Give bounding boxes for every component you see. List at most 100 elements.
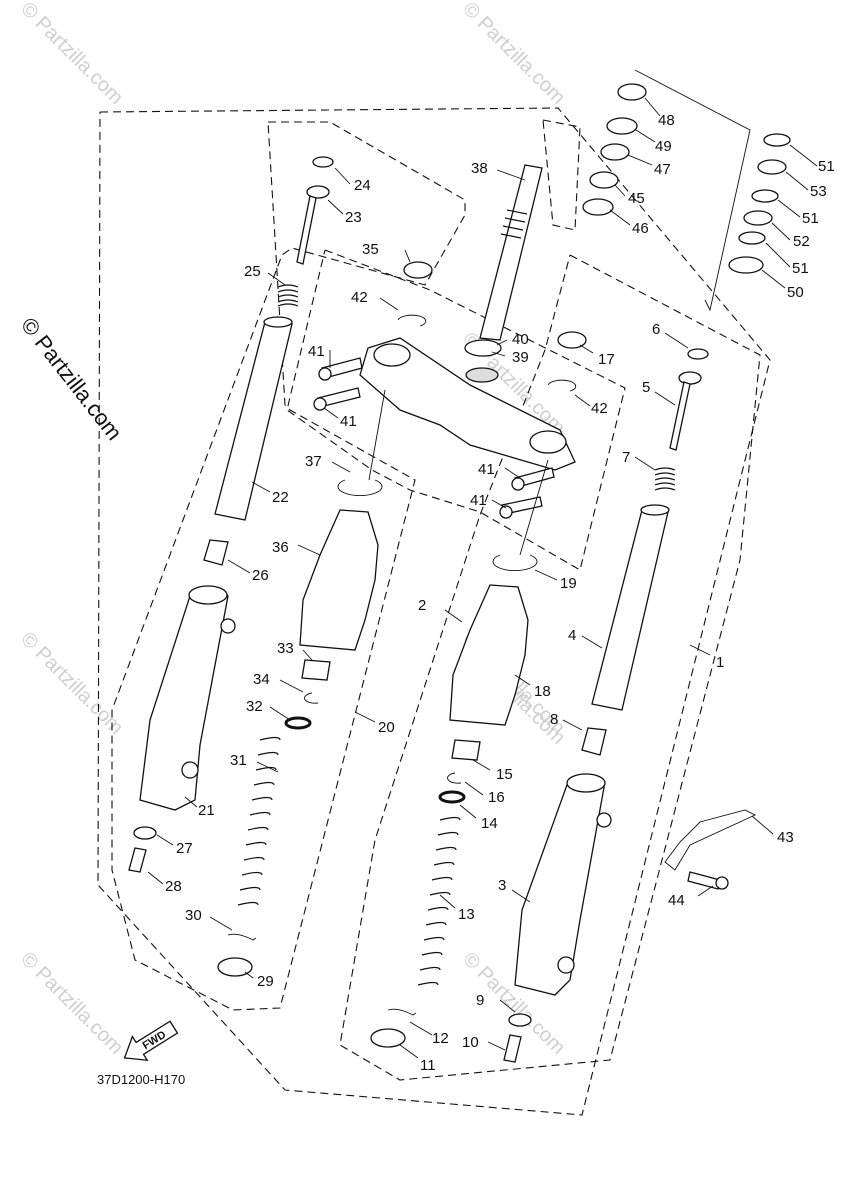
bracket-body-39 xyxy=(359,337,576,471)
outline-assembly-1 xyxy=(97,107,771,1116)
callout-45: 45 xyxy=(628,190,645,207)
watermark-5: © Partzilla.com xyxy=(16,948,127,1059)
callout-1: 1 xyxy=(716,654,724,671)
bushing-8 xyxy=(581,727,607,756)
cap-ring-6 xyxy=(687,348,709,360)
diagram-reference-code: 37D1200-H170 xyxy=(97,1072,185,1087)
callout-48: 48 xyxy=(658,112,675,129)
right-fork xyxy=(370,331,709,1063)
bushing-26 xyxy=(203,539,229,566)
bolt-44 xyxy=(687,871,721,890)
oil-seal-29 xyxy=(217,957,253,977)
race-47 xyxy=(600,143,630,161)
callout-51b: 51 xyxy=(802,210,819,227)
callout-21: 21 xyxy=(198,802,215,819)
callout-10: 10 xyxy=(462,1034,479,1051)
short-spring-7 xyxy=(654,467,676,491)
bolt-head-44 xyxy=(715,876,729,890)
ring-42b xyxy=(547,379,577,392)
callout-12: 12 xyxy=(432,1030,449,1047)
hose-guide xyxy=(664,809,757,890)
washer-9 xyxy=(508,1013,532,1027)
short-spring-25 xyxy=(277,284,299,307)
callout-34: 34 xyxy=(253,671,270,688)
callout-51c: 51 xyxy=(792,260,809,277)
axle-lug-3 xyxy=(596,812,612,828)
damper-rod-23 xyxy=(296,195,317,265)
callout-40: 40 xyxy=(512,331,529,348)
callout-14: 14 xyxy=(481,815,498,832)
washer-27 xyxy=(133,826,157,840)
callout-42a: 42 xyxy=(351,289,368,306)
callout-33: 33 xyxy=(277,640,294,657)
boot-clip-19 xyxy=(492,554,538,571)
callout-46: 46 xyxy=(632,220,649,237)
stem-thread-38 xyxy=(500,209,528,239)
watermark-2: © Partzilla.com xyxy=(458,0,569,109)
seal-40 xyxy=(464,339,502,357)
callout-41d: 41 xyxy=(470,492,487,509)
cap-ring-24 xyxy=(312,156,334,168)
hose-guide-43 xyxy=(664,809,757,871)
callout-numbers: 1 2 3 4 5 6 7 8 9 10 11 12 13 14 15 16 1… xyxy=(165,112,835,1074)
boot-clip-37 xyxy=(337,479,383,496)
caliper-lug-3 xyxy=(557,956,575,974)
callout-16: 16 xyxy=(488,789,505,806)
leader-lines xyxy=(147,97,818,1059)
ring-nut-51b xyxy=(751,189,779,203)
callout-28: 28 xyxy=(165,878,182,895)
callout-23: 23 xyxy=(345,209,362,226)
callout-27: 27 xyxy=(176,840,193,857)
stem-nut-39 xyxy=(465,367,499,383)
callout-41c: 41 xyxy=(478,461,495,478)
callout-20: 20 xyxy=(378,719,395,736)
callout-41a: 41 xyxy=(308,343,325,360)
callout-22: 22 xyxy=(272,489,289,506)
callout-36: 36 xyxy=(272,539,289,556)
callout-49: 49 xyxy=(655,138,672,155)
inner-tube-4 xyxy=(591,509,669,711)
lock-washer-53 xyxy=(757,159,787,175)
under-bracket xyxy=(313,164,577,519)
pinch-bolt-head-41d xyxy=(499,505,513,519)
callout-7: 7 xyxy=(622,449,630,466)
ring-nut-51a xyxy=(763,133,791,147)
outline-bearing-group xyxy=(634,69,751,312)
callout-17: 17 xyxy=(598,351,615,368)
damper-rod-top-5 xyxy=(678,371,702,385)
callout-25: 25 xyxy=(244,263,261,280)
callout-35: 35 xyxy=(362,241,379,258)
pinch-bolt-head-41c xyxy=(511,477,525,491)
callout-13: 13 xyxy=(458,906,475,923)
callout-44: 44 xyxy=(668,892,685,909)
callout-3: 3 xyxy=(498,877,506,894)
callout-30: 30 xyxy=(185,907,202,924)
fork-spring-13 xyxy=(417,816,461,986)
callout-9: 9 xyxy=(476,992,484,1009)
pinch-bolt-head-41a xyxy=(318,367,332,381)
fwd-arrow-icon xyxy=(123,1020,179,1062)
damper-rod-5 xyxy=(669,381,691,451)
dust-boot-18 xyxy=(449,584,529,726)
callout-5: 5 xyxy=(642,379,650,396)
axle-lug-21 xyxy=(220,618,236,634)
caliper-lug-21 xyxy=(181,761,199,779)
outline-left-fork xyxy=(111,121,466,1011)
clip-30 xyxy=(227,933,257,941)
plug-35 xyxy=(403,261,433,279)
callout-53: 53 xyxy=(810,183,827,200)
callout-19: 19 xyxy=(560,575,577,592)
outer-tube-top-3 xyxy=(566,773,606,793)
collar-15 xyxy=(451,739,481,761)
outer-tube-top-21 xyxy=(188,585,228,605)
circlip-34 xyxy=(304,692,319,704)
callout-31: 31 xyxy=(230,752,247,769)
circlip-16 xyxy=(447,772,462,784)
damper-rod-top-23 xyxy=(306,185,330,199)
callout-8: 8 xyxy=(550,711,558,728)
left-fork xyxy=(128,156,433,977)
bracket-bore-right xyxy=(529,430,567,454)
callout-32: 32 xyxy=(246,698,263,715)
callout-26: 26 xyxy=(252,567,269,584)
